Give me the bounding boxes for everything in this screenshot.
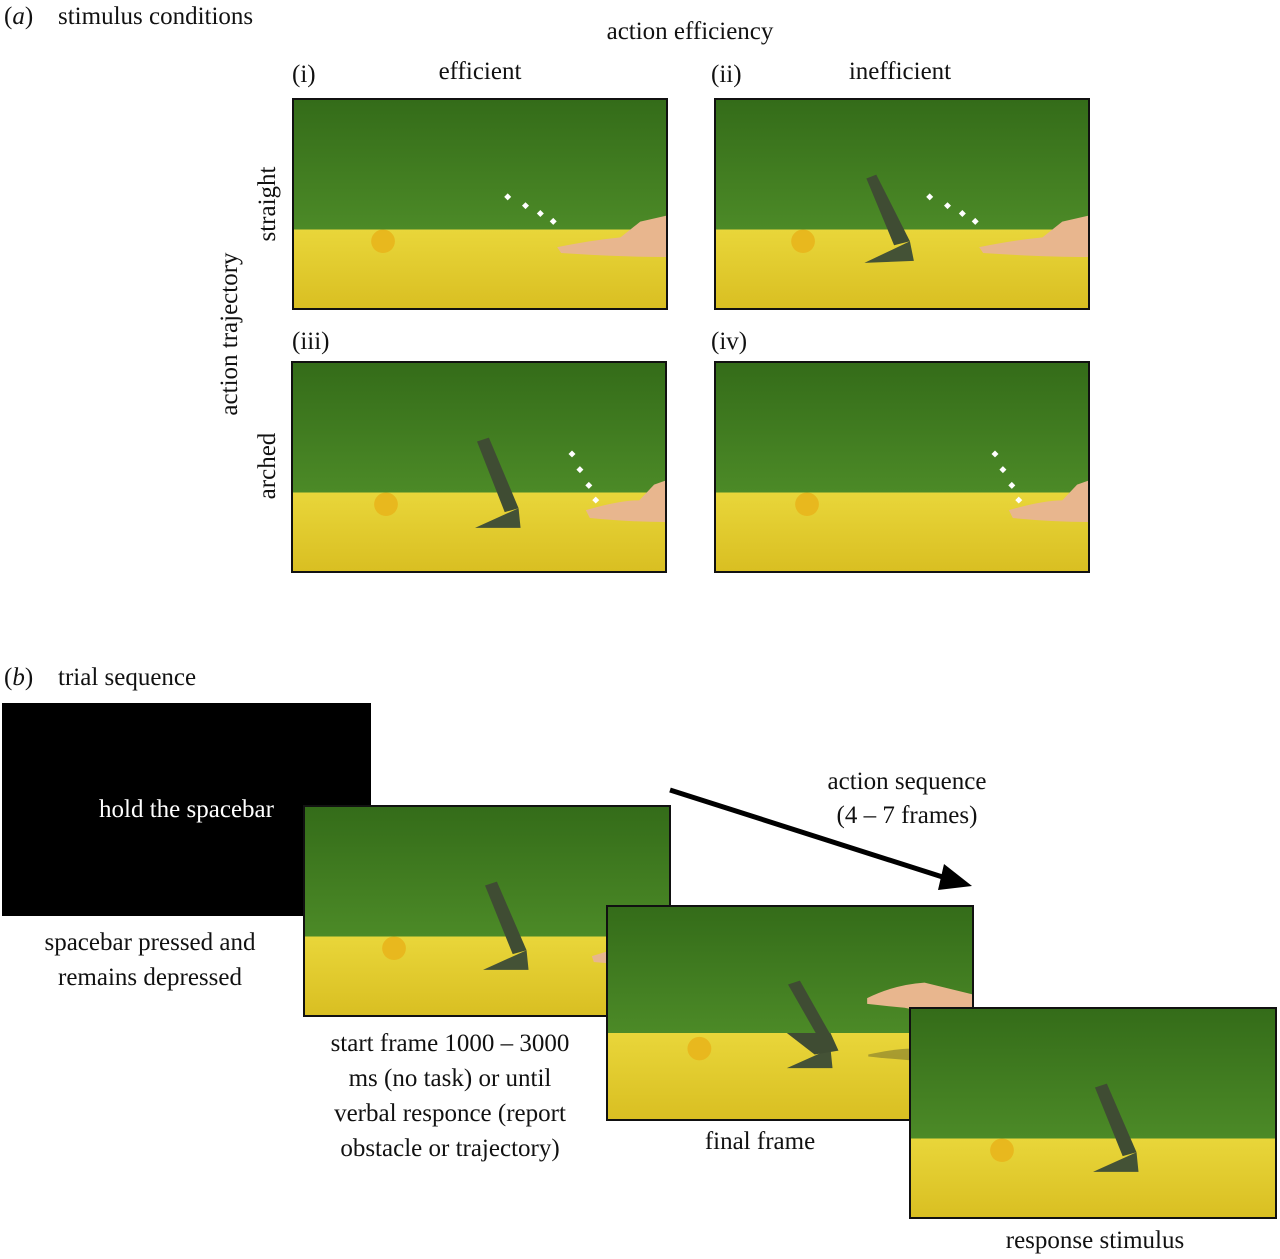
caption-start-frame: start frame 1000 – 3000 ms (no task) or …: [330, 1030, 570, 1162]
apple-icon: [795, 492, 819, 517]
obstacle-icon: [866, 174, 910, 246]
final-frame-table: [606, 1033, 911, 1121]
scene-efficient-straight: [294, 100, 666, 308]
scene-efficient-arched: [293, 363, 665, 571]
caption-final-frame: final frame: [704, 1128, 816, 1155]
caption-spacebar: spacebar pressed and remains depressed: [44, 929, 256, 991]
cell-id-1: (i): [292, 61, 316, 88]
arrow-label-line-1: action sequence: [827, 768, 987, 795]
scene-final-frame-table: [608, 1033, 911, 1119]
action-sequence-arrow: [669, 787, 972, 890]
hand-icon: [1008, 480, 1088, 522]
cell-id-3: (iii): [292, 328, 330, 355]
hand-icon: [585, 480, 665, 522]
column-header: action efficiency: [606, 18, 774, 45]
panel-b-title: trial sequence: [58, 664, 197, 691]
scene-inefficient-straight: [716, 100, 1088, 308]
row-label-straight: straight: [254, 166, 281, 242]
scene-response-frame: [911, 1009, 1275, 1217]
stimulus-frame-inefficient-arched: [714, 361, 1090, 573]
arrow-label-line-2: (4 – 7 frames): [836, 802, 978, 829]
response-stimulus-frame: [909, 1007, 1277, 1219]
panel-a-title: stimulus conditions: [58, 3, 254, 30]
caption-response-stimulus: response stimulus: [1005, 1227, 1185, 1254]
column-label-efficient: efficient: [438, 58, 522, 85]
instruction-text: hold the spacebar: [99, 796, 274, 823]
apple-icon: [791, 229, 815, 254]
cell-id-4: (iv): [711, 328, 748, 355]
stimulus-frame-inefficient-straight: [714, 98, 1090, 310]
stimulus-frame-efficient-arched: [291, 361, 667, 573]
obstacle-icon: [477, 437, 519, 513]
row-header: action trajectory: [216, 252, 243, 416]
row-label-arched: arched: [254, 432, 281, 500]
apple-icon: [382, 936, 406, 961]
obstacle-icon: [1094, 1083, 1137, 1157]
obstacle-icon: [485, 881, 527, 955]
hand-icon: [557, 215, 666, 257]
stimulus-frame-efficient-straight: [292, 98, 668, 310]
apple-icon: [371, 229, 395, 254]
panel-b-label: (b): [4, 664, 34, 691]
apple-icon: [374, 492, 398, 517]
scene-inefficient-arched: [716, 363, 1088, 571]
cell-id-2: (ii): [711, 61, 742, 88]
apple-icon: [687, 1036, 712, 1061]
apple-icon: [990, 1138, 1014, 1163]
column-label-inefficient: inefficient: [848, 58, 952, 85]
obstacle-icon: [788, 980, 830, 1033]
panel-a-label: (a): [4, 3, 34, 30]
hand-icon: [979, 215, 1088, 257]
